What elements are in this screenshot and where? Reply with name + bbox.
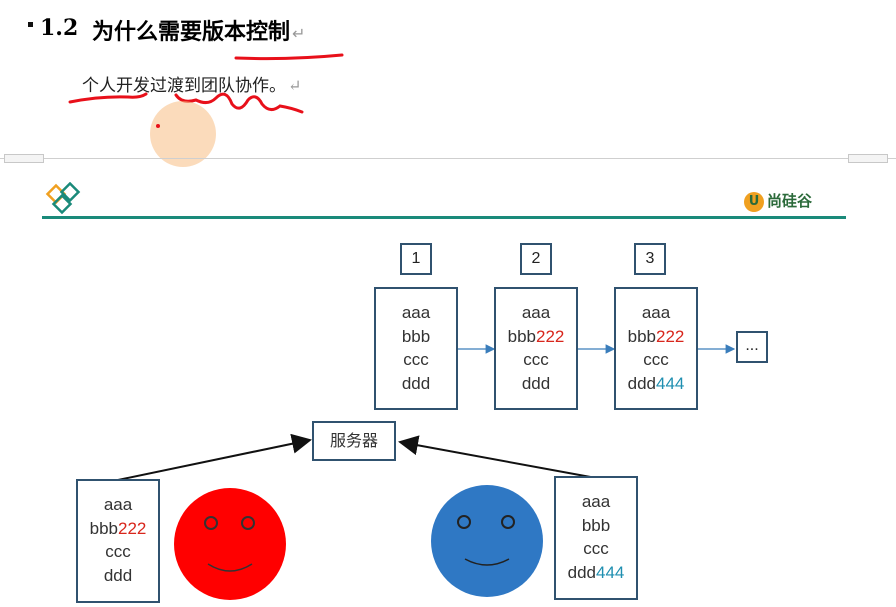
file-line: ddd (78, 564, 158, 588)
subtitle-label: 个人开发过渡到团队协作。 (82, 76, 286, 96)
version-label-2: 2 (520, 243, 552, 275)
version-label-3: 3 (634, 243, 666, 275)
file-line: ccc (496, 348, 576, 372)
file-line-text: aaa (641, 303, 671, 322)
slide-header-rule (42, 216, 846, 219)
arrow-right-to-server (398, 435, 597, 479)
file-line-edit: 222 (118, 518, 147, 538)
subtitle-squiggle (174, 92, 304, 114)
file-line: aaa (556, 490, 636, 514)
file-line-text: ccc (403, 350, 429, 369)
title-underline (234, 53, 344, 61)
file-line-text: ccc (523, 350, 549, 369)
paragraph-mark-icon: ↵ (288, 76, 302, 95)
file-line: bbb222 (496, 325, 576, 349)
version-label-1: 1 (400, 243, 432, 275)
brand-name: 尚硅谷 (767, 192, 813, 210)
file-line: ccc (616, 348, 696, 372)
arrow-left-to-server (117, 433, 312, 481)
file-line-text: bbb (627, 326, 656, 346)
bullet-marker (28, 22, 33, 27)
file-line: ddd444 (616, 372, 696, 396)
page-break-marker-left (4, 154, 44, 163)
file-line: bbb222 (78, 517, 158, 541)
file-line: bbb (376, 325, 456, 349)
file-line-text: ccc (583, 539, 609, 558)
paragraph-mark-icon: ↵ (292, 24, 306, 43)
file-line-edit: 222 (536, 326, 565, 346)
cursor-highlight (150, 101, 216, 167)
file-line: aaa (78, 493, 158, 517)
subtitle-underline-left (68, 92, 148, 104)
file-line-edit: 444 (596, 562, 625, 582)
file-line: ccc (556, 537, 636, 561)
file-line-text: ccc (105, 542, 131, 561)
file-line-text: bbb (581, 515, 611, 535)
right-user-file: aaa bbb ccc ddd444 (554, 476, 638, 600)
file-line: aaa (496, 301, 576, 325)
file-line: bbb (556, 514, 636, 538)
file-line-text: ddd (521, 373, 551, 393)
file-line: aaa (376, 301, 456, 325)
file-line: ccc (78, 540, 158, 564)
file-line-text: ddd (627, 373, 656, 393)
file-line-text: aaa (401, 303, 431, 322)
more-versions-box: ... (736, 331, 768, 363)
file-line-text: ddd (567, 562, 596, 582)
file-line-text: ddd (103, 565, 133, 585)
file-line-edit: 222 (656, 326, 685, 346)
section-title-text: 为什么需要版本控制 (92, 20, 291, 45)
section-title: 为什么需要版本控制↵ (92, 14, 305, 46)
page-break-marker-right (848, 154, 888, 163)
file-line-text: bbb (507, 326, 536, 346)
file-line-text: aaa (521, 303, 551, 322)
file-line: aaa (616, 301, 696, 325)
section-number: 1.2 (40, 15, 79, 41)
file-line-text: aaa (103, 495, 133, 514)
server-box: 服务器 (312, 421, 396, 461)
slide-logo-icon (45, 182, 81, 215)
file-line: ccc (376, 348, 456, 372)
file-line-text: aaa (581, 492, 611, 511)
file-line: ddd (376, 372, 456, 396)
file-line-text: bbb (89, 518, 118, 538)
cursor-dot (156, 124, 160, 128)
file-line-text: ccc (643, 350, 669, 369)
file-line: ddd444 (556, 561, 636, 585)
right-user-smiley-icon (431, 485, 543, 597)
subtitle-text: 个人开发过渡到团队协作。↵ (82, 71, 301, 96)
file-line: ddd (496, 372, 576, 396)
file-line-text: bbb (401, 326, 431, 346)
u-logo-icon: U (744, 191, 764, 212)
version-file-1: aaa bbb ccc ddd (374, 287, 458, 410)
page-break-line (0, 158, 896, 159)
annotation-layer (68, 53, 344, 167)
left-user-smiley-icon (174, 488, 286, 600)
file-line: bbb222 (616, 325, 696, 349)
file-line-edit: 444 (656, 373, 685, 393)
file-line-text: ddd (401, 373, 431, 393)
